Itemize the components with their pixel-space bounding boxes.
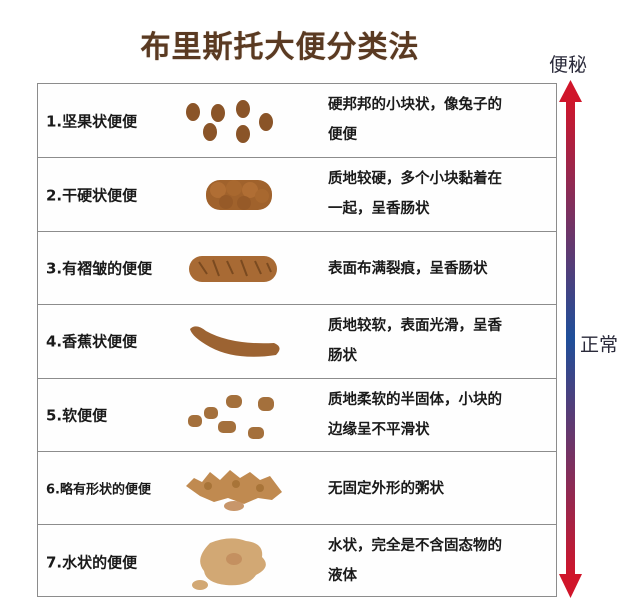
type-label: 3.有褶皱的便便 xyxy=(46,259,153,278)
constipation-label: 便秘 xyxy=(549,54,588,76)
type-label: 6.略有形状的便便 xyxy=(46,482,151,498)
type-description: 水状，完全是不含固态物的 液体 xyxy=(328,538,502,585)
type-description: 表面布满裂痕，呈香肠状 xyxy=(328,260,488,277)
scale-arrow xyxy=(556,78,586,600)
table-row: 2.干硬状便便 质地较硬，多个小块黏着在 一起，呈香肠状 xyxy=(38,157,556,230)
double-arrow-icon xyxy=(559,80,582,598)
cracked-sausage-stool-icon xyxy=(189,255,277,282)
table-row: 1.坚果状便便 硬邦邦的小块状，像兔子的 便便 xyxy=(38,84,556,157)
type-label: 5.软便便 xyxy=(46,406,108,425)
table-row: 7.水状的便便 水状，完全是不含固态物的 液体 xyxy=(38,524,556,597)
table-row: 6.略有形状的便便 无固定外形的粥状 xyxy=(38,451,556,524)
type-label: 2.干硬状便便 xyxy=(46,186,138,205)
type-label: 4.香蕉状便便 xyxy=(46,332,138,351)
type-description: 质地柔软的半固体，小块的 边缘呈不平滑状 xyxy=(328,391,502,438)
mushy-stool-icon xyxy=(186,470,282,511)
normal-label: 正常 xyxy=(580,334,619,356)
table-row: 3.有褶皱的便便 表面布满裂痕，呈香肠状 xyxy=(38,230,556,304)
nut-stool-icon xyxy=(186,100,273,143)
watery-stool-icon xyxy=(192,538,266,591)
type-description: 无固定外形的粥状 xyxy=(328,481,444,497)
type-description: 质地较软，表面光滑，呈香 肠状 xyxy=(328,318,502,365)
type-label: 7.水状的便便 xyxy=(46,553,138,572)
soft-blob-stool-icon xyxy=(188,394,274,439)
page-title: 布里斯托大便分类法 xyxy=(140,30,420,65)
banana-stool-icon xyxy=(190,326,280,357)
type-description: 质地较硬，多个小块黏着在 一起，呈香肠状 xyxy=(328,171,502,218)
table-row: 4.香蕉状便便 质地较软，表面光滑，呈香 肠状 xyxy=(38,304,556,377)
type-description: 硬邦邦的小块状，像兔子的 便便 xyxy=(328,97,502,143)
lumpy-sausage-stool-icon xyxy=(206,180,272,211)
type-label: 1.坚果状便便 xyxy=(46,112,138,131)
table-row: 5.软便便 质地柔软的半固体，小块的 边缘呈不平滑状 xyxy=(38,377,556,451)
bristol-table: 1.坚果状便便 硬邦邦的小块状，像兔子的 便便 2.干硬状便便 质地较硬，多个小… xyxy=(37,83,557,597)
